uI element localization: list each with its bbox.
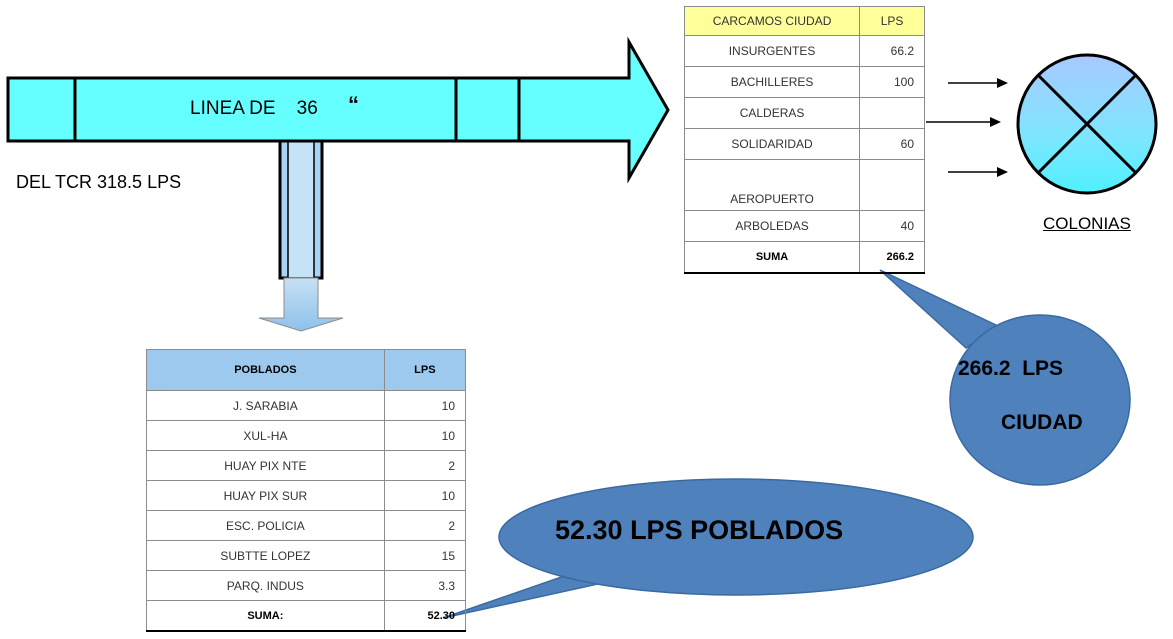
row-value: 3.3: [383, 570, 467, 601]
colonias-label: COLONIAS: [1043, 214, 1131, 233]
table-header-row: CARCAMOS CIUDAD LPS: [683, 6, 925, 36]
row-value: 2: [383, 450, 467, 481]
row-name: HUAY PIX NTE: [146, 450, 385, 481]
row-name: ESC. POLICIA: [146, 510, 385, 541]
column-header-lps: LPS: [383, 349, 467, 391]
bubble-ciudad-text-value: 266.2 LPS: [958, 357, 1064, 380]
bubble-ciudad: [879, 269, 1131, 486]
colonias-valve-icon: [1016, 53, 1158, 195]
pipe-label: LINEA DE 36: [190, 98, 318, 119]
bubble-poblados-text: 52.30 LPS POBLADOS: [555, 515, 844, 545]
column-header-name: POBLADOS: [146, 349, 385, 391]
bubble-ciudad-text-label: CIUDAD: [1001, 411, 1083, 434]
row-name: SOLIDARIDAD: [683, 128, 861, 160]
table-row: INSURGENTES 66.2: [683, 35, 925, 67]
table-row: PARQ. INDUS 3.3: [146, 570, 467, 601]
row-value: [859, 159, 925, 211]
table-row: ARBOLEDAS 40: [683, 210, 925, 242]
column-header-name: CARCAMOS CIUDAD: [683, 6, 861, 36]
table-row: CALDERAS: [683, 97, 925, 129]
sum-value: 52.30: [383, 600, 467, 632]
branch-pipe: [258, 138, 344, 332]
sum-label: SUMA:: [146, 600, 385, 632]
ciudad-table: CARCAMOS CIUDAD LPS INSURGENTES 66.2 BAC…: [683, 6, 925, 274]
row-name: ARBOLEDAS: [683, 210, 861, 242]
table-row: AEROPUERTO: [683, 159, 925, 211]
table-row: ESC. POLICIA 2: [146, 510, 467, 541]
source-label: DEL TCR 318.5 LPS: [16, 172, 182, 192]
row-name: HUAY PIX SUR: [146, 480, 385, 511]
sum-row: SUMA 266.2: [683, 241, 925, 274]
row-value: [859, 97, 925, 129]
row-value: 10: [383, 420, 467, 451]
row-value: 66.2: [859, 35, 925, 67]
row-value: 60: [859, 128, 925, 160]
sum-value: 266.2: [859, 241, 925, 274]
flow-arrows: [926, 78, 1008, 177]
poblados-table: POBLADOS LPS J. SARABIA 10 XUL-HA 10 HUA…: [146, 349, 467, 632]
row-value: 40: [859, 210, 925, 242]
table-row: J. SARABIA 10: [146, 390, 467, 421]
table-row: HUAY PIX SUR 10: [146, 480, 467, 511]
table-row: HUAY PIX NTE 2: [146, 450, 467, 481]
row-name: INSURGENTES: [683, 35, 861, 67]
row-name: AEROPUERTO: [683, 159, 861, 211]
table-row: BACHILLERES 100: [683, 66, 925, 98]
table-header-row: POBLADOS LPS: [146, 349, 467, 391]
sum-row: SUMA: 52.30: [146, 600, 467, 632]
pipe-quote-mark: “: [348, 92, 359, 117]
row-value: 2: [383, 510, 467, 541]
column-header-lps: LPS: [859, 6, 925, 36]
row-name: SUBTTE LOPEZ: [146, 540, 385, 571]
main-pipe-arrow: [6, 36, 670, 184]
table-row: SUBTTE LOPEZ 15: [146, 540, 467, 571]
row-name: CALDERAS: [683, 97, 861, 129]
sum-label: SUMA: [683, 241, 861, 274]
table-row: XUL-HA 10: [146, 420, 467, 451]
row-value: 10: [383, 480, 467, 511]
row-value: 100: [859, 66, 925, 98]
row-name: BACHILLERES: [683, 66, 861, 98]
row-name: J. SARABIA: [146, 390, 385, 421]
row-value: 15: [383, 540, 467, 571]
bubble-poblados: [442, 478, 974, 619]
row-name: PARQ. INDUS: [146, 570, 385, 601]
row-name: XUL-HA: [146, 420, 385, 451]
table-row: SOLIDARIDAD 60: [683, 128, 925, 160]
row-value: 10: [383, 390, 467, 421]
